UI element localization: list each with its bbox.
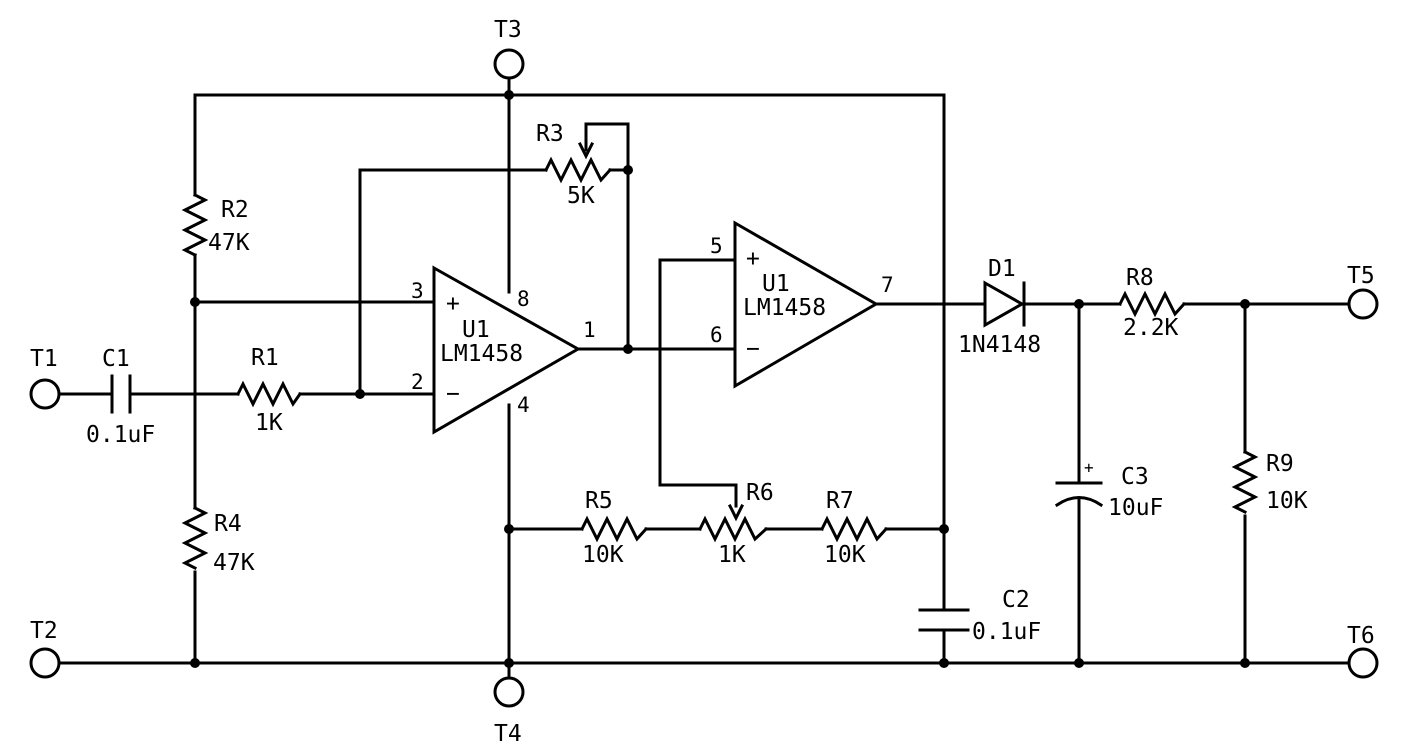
component-ref: R1: [251, 345, 279, 371]
capacitor-c2: C2 0.1uF: [918, 587, 1041, 645]
pin-number: 6: [710, 323, 723, 347]
component-ref: R8: [1126, 265, 1154, 291]
component-value: 47K: [213, 550, 255, 576]
capacitor-c1: C1 0.1uF: [86, 346, 155, 448]
capacitor-c3: + C3 10uF: [1054, 458, 1163, 521]
opamp-ref: U1: [762, 271, 790, 297]
resistor-r4: R4 47K: [181, 505, 255, 576]
opamp-u1b: + − U1 LM1458 5 6 7: [710, 220, 894, 389]
terminal-t4: T4: [493, 676, 525, 747]
resistor-r2: R2 47K: [181, 192, 250, 258]
polarity-mark: +: [1084, 458, 1094, 477]
opamp-part: LM1458: [743, 295, 826, 321]
component-value: 1N4148: [958, 332, 1041, 358]
component-ref: R5: [585, 488, 613, 514]
junction-dot: [1240, 299, 1250, 309]
junction-dot: [504, 90, 514, 100]
potentiometer-r3: R3 5K: [536, 121, 613, 209]
component-value: 5K: [567, 183, 595, 209]
junction-dot: [355, 389, 365, 399]
component-value: 10uF: [1108, 495, 1163, 521]
terminal-label: T2: [30, 618, 58, 644]
junction-dot: [1074, 299, 1084, 309]
junction-dot: [1240, 658, 1250, 668]
junction-dot: [504, 658, 514, 668]
component-value: 47K: [208, 230, 250, 256]
terminal-t2: T2: [29, 618, 61, 679]
junction-dot: [939, 524, 949, 534]
component-ref: R6: [746, 480, 774, 506]
pin-number: 4: [517, 393, 530, 417]
component-ref: C3: [1121, 464, 1149, 490]
resistor-r5: R5 10K: [579, 488, 649, 568]
terminal-label: T5: [1347, 263, 1375, 289]
component-value: 10K: [824, 542, 866, 568]
component-value: 10K: [582, 542, 624, 568]
component-value: 0.1uF: [972, 619, 1041, 645]
opamp-plus-sign: +: [446, 291, 460, 317]
opamp-ref: U1: [462, 317, 490, 343]
component-value: 2.2K: [1123, 315, 1179, 341]
pin-number: 1: [583, 318, 596, 342]
junction-dot: [504, 524, 514, 534]
opamp-minus-sign: −: [446, 381, 460, 407]
component-value: 1K: [718, 542, 746, 568]
terminal-t5: T5: [1347, 263, 1379, 320]
wires: [58, 78, 1349, 678]
pin-number: 7: [881, 273, 894, 297]
junction-dot: [190, 297, 200, 307]
component-ref: R7: [826, 488, 854, 514]
terminal-label: T4: [494, 721, 522, 747]
component-ref: R2: [221, 197, 249, 223]
terminal-label: T1: [30, 346, 58, 372]
junction-dot: [939, 658, 949, 668]
component-ref: C1: [102, 346, 130, 372]
resistor-r9: R9 10K: [1231, 449, 1308, 515]
component-value: 1K: [255, 410, 283, 436]
opamp-minus-sign: −: [746, 336, 760, 362]
component-value: 0.1uF: [86, 422, 155, 448]
component-ref: R9: [1266, 451, 1294, 477]
junction-dot: [623, 165, 633, 175]
component-ref: C2: [1002, 587, 1030, 613]
pin-number: 2: [411, 370, 424, 394]
opamp-part: LM1458: [440, 341, 523, 367]
terminal-t1: T1: [29, 346, 61, 410]
terminal-t3: T3: [493, 17, 525, 80]
pin-number: 8: [517, 287, 530, 311]
component-ref: R3: [536, 121, 564, 147]
potentiometer-r6: R6 1K: [697, 480, 774, 568]
diode-d1: D1 1N4148: [958, 256, 1041, 358]
pin-number: 3: [411, 279, 424, 303]
component-ref: R4: [214, 511, 242, 537]
terminal-label: T6: [1347, 623, 1375, 649]
component-value: 10K: [1266, 488, 1308, 514]
resistor-r1: R1 1K: [235, 345, 303, 436]
resistor-r8: R8 2.2K: [1117, 265, 1187, 341]
opamp-u1a: + − U1 LM1458 3 2 1 8 4: [411, 265, 596, 435]
junction-dot: [1074, 658, 1084, 668]
junction-dot: [190, 658, 200, 668]
junction-dot: [623, 344, 633, 354]
junctions: [190, 90, 1250, 668]
terminal-label: T3: [494, 17, 522, 43]
pin-number: 5: [710, 234, 723, 258]
opamp-plus-sign: +: [746, 246, 760, 272]
terminal-t6: T6: [1347, 623, 1379, 679]
component-ref: D1: [988, 256, 1016, 282]
resistor-r7: R7 10K: [819, 488, 889, 568]
